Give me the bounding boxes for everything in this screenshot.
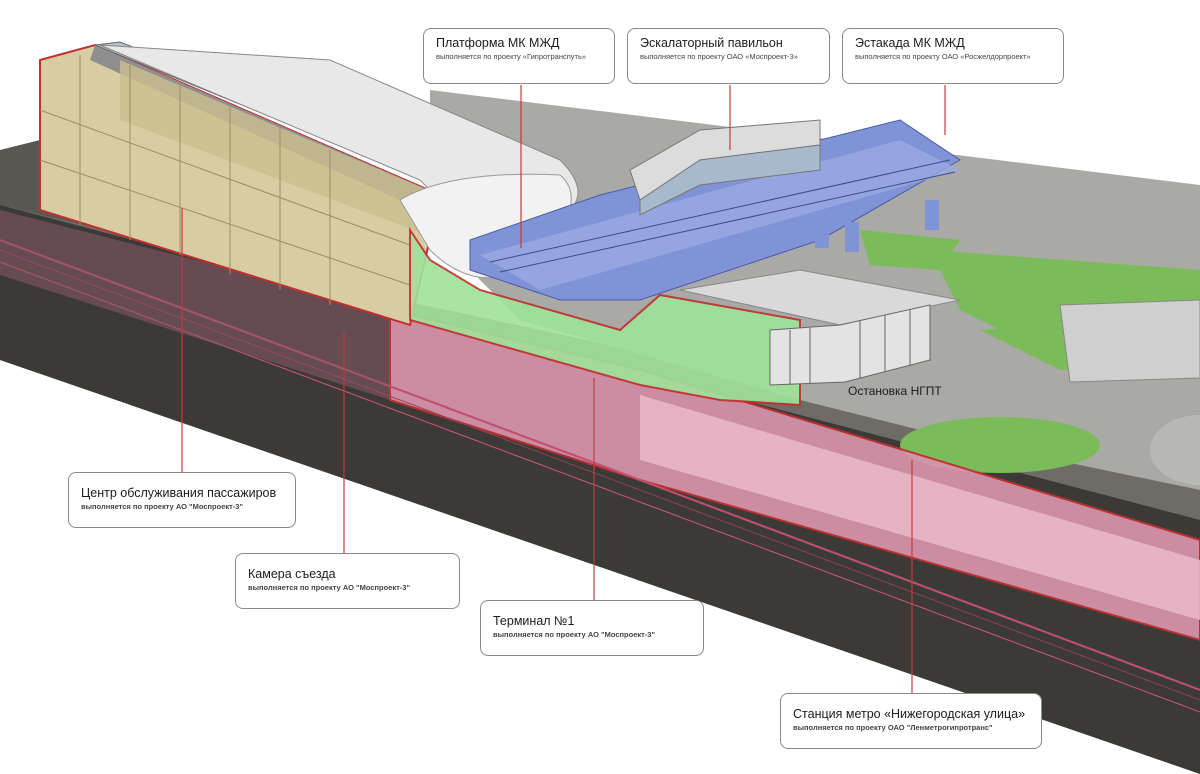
callout-escalator: Эскалаторный павильон выполняется по про… [627,28,830,84]
callout-service-center-title: Центр обслуживания пассажиров [81,486,277,500]
callout-terminal-subtitle: выполняется по проекту АО "Моспроект-3" [493,630,656,639]
leader-lines [181,85,946,693]
callout-exit-chamber: Камера съезда выполняется по проекту АО … [235,553,460,609]
callout-exit-chamber-title: Камера съезда [248,567,336,581]
bus-stop-pavilion [679,269,961,386]
callout-overpass-subtitle: выполняется по проекту ОАО «Росжелдорпро… [855,52,1031,61]
callout-platform-title: Платформа МК МЖД [436,36,560,50]
callout-metro-station-subtitle: выполняется по проекту ОАО "Ленметрогипр… [793,723,993,732]
callout-platform: Платформа МК МЖД выполняется по проекту … [423,28,615,84]
escalator-pavilion [629,119,821,216]
callout-metro-station-title: Станция метро «Нижегородская улица» [793,707,1026,721]
terminal-building [409,226,801,407]
callout-platform-subtitle: выполняется по проекту «Гипротранспуть» [436,52,587,61]
callout-overpass-title: Эстакада МК МЖД [855,36,965,50]
callout-escalator-title: Эскалаторный павильон [640,36,783,50]
callout-exit-chamber-subtitle: выполняется по проекту АО "Моспроект-3" [248,583,411,592]
callout-service-center-subtitle: выполняется по проекту АО "Моспроект-3" [81,502,244,511]
callout-terminal: Терминал №1 выполняется по проекту АО "М… [480,600,704,656]
callout-overpass: Эстакада МК МЖД выполняется по проекту О… [842,28,1064,84]
overpass-piers [815,200,939,252]
bus-stop-label: Остановка НГПТ [848,384,942,398]
callout-metro-station: Станция метро «Нижегородская улица» выпо… [780,693,1042,749]
callout-terminal-title: Терминал №1 [493,614,575,628]
metro-tunnel [0,210,1200,713]
callout-escalator-subtitle: выполняется по проекту ОАО «Моспроект-3» [640,52,798,61]
callout-service-center: Центр обслуживания пассажиров выполняетс… [68,472,296,528]
mkzhd-platform [469,119,961,301]
